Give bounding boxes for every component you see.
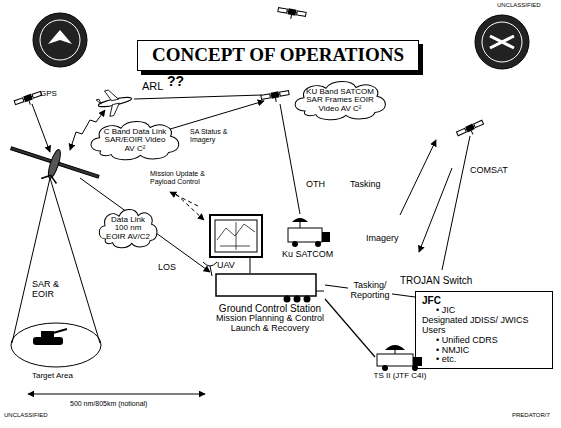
callout-label: 500 nm/805km (notional) xyxy=(70,400,147,408)
callout-label: UNCLASSIFIED xyxy=(4,412,48,419)
callout-label: GPS xyxy=(40,90,57,99)
callout-label: Imagery xyxy=(366,234,399,244)
link-cloud: Data Link 100 nm EOIR AV/C2 xyxy=(96,206,160,250)
callout-label: ARL xyxy=(142,80,163,92)
user-box: JFC• JICDesignated JDISS/ JWICS Users• U… xyxy=(415,291,553,369)
tasking-arrow xyxy=(400,140,436,215)
gcs-antenna xyxy=(203,262,217,276)
node-text: • Unified CDRS xyxy=(422,336,546,346)
sensor-cone xyxy=(50,178,100,343)
tank xyxy=(33,329,67,345)
link-cloud: C Band Data Link SAR/EOIR Video AV C² xyxy=(86,118,183,162)
seal-right xyxy=(475,15,529,69)
arl-satcom-link xyxy=(134,95,262,99)
imagery-arrow xyxy=(419,168,452,252)
mission-arrow xyxy=(170,192,198,206)
callout-label: COMSAT xyxy=(470,166,508,176)
callout-label: UNCLASSIFIED xyxy=(497,2,541,9)
comsat-satellite xyxy=(456,119,486,140)
node-text: • NMJIC xyxy=(422,346,546,356)
arl-aircraft xyxy=(95,86,135,119)
satellite xyxy=(277,7,306,22)
los-link xyxy=(80,178,210,272)
predator-uav xyxy=(5,135,103,195)
ts-van: TS II (JTF C4I) xyxy=(372,342,428,381)
callout-label: LOS xyxy=(158,263,176,273)
callout-label: Mission Update & Payload Control xyxy=(150,170,226,185)
seal-left xyxy=(33,13,87,67)
node-text: JFC xyxy=(422,295,546,306)
connector-line xyxy=(325,299,375,357)
title-text: CONCEPT OF OPERATIONS xyxy=(152,44,404,65)
callout-label: SA Status & Imagery xyxy=(190,128,234,143)
oth-link xyxy=(280,104,300,214)
edge-label: Tasking/ Reporting xyxy=(348,281,392,301)
comsat-link xyxy=(442,136,470,270)
callout-label: SAR & EOIR xyxy=(32,280,70,300)
van-outline xyxy=(375,342,425,372)
gps-link xyxy=(32,104,50,152)
node-text: TS II (JTF C4I) xyxy=(372,372,428,381)
node-text: Launch & Recovery xyxy=(205,324,335,334)
node-text: • etc. xyxy=(422,355,546,365)
node-text: KU Band SATCOM SAR Frames EOIR Video AV … xyxy=(304,88,376,114)
link-cloud: KU Band SATCOM SAR Frames EOIR Video AV … xyxy=(290,78,390,122)
node-text: C Band Data Link SAR/EOIR Video AV C² xyxy=(100,128,170,154)
callout-label: PREDATOR/7 xyxy=(512,412,550,419)
callout-label: UAV xyxy=(217,261,235,271)
trailer-outline xyxy=(215,273,325,303)
node-text: • JIC xyxy=(422,306,546,316)
callout-label: Tasking xyxy=(350,180,381,190)
ground-control-trailer: Ground Control StationMission Planning &… xyxy=(205,273,335,334)
title-box: CONCEPT OF OPERATIONS xyxy=(137,40,419,71)
ku-satcom-van xyxy=(288,218,330,247)
gps-satellite xyxy=(14,90,44,109)
sensor-cone xyxy=(12,178,50,343)
callout-label: TROJAN Switch xyxy=(400,275,472,286)
node-text: Designated JDISS/ JWICS Users xyxy=(422,316,546,336)
node-text: Data Link 100 nm EOIR AV/C2 xyxy=(105,216,151,242)
mission-arrow xyxy=(176,194,204,220)
callout-label: ?? xyxy=(167,74,184,89)
callout-label: OTH xyxy=(306,180,325,190)
ku-satellite xyxy=(261,90,290,105)
node-text: Ground Control Station xyxy=(205,303,335,314)
callout-label: Ku SATCOM xyxy=(282,250,333,260)
target-area xyxy=(11,323,101,367)
map-display xyxy=(210,215,262,273)
callout-label: Target Area xyxy=(32,372,73,381)
scale-bar xyxy=(28,394,205,395)
node-text: Mission Planning & Control xyxy=(205,314,335,324)
